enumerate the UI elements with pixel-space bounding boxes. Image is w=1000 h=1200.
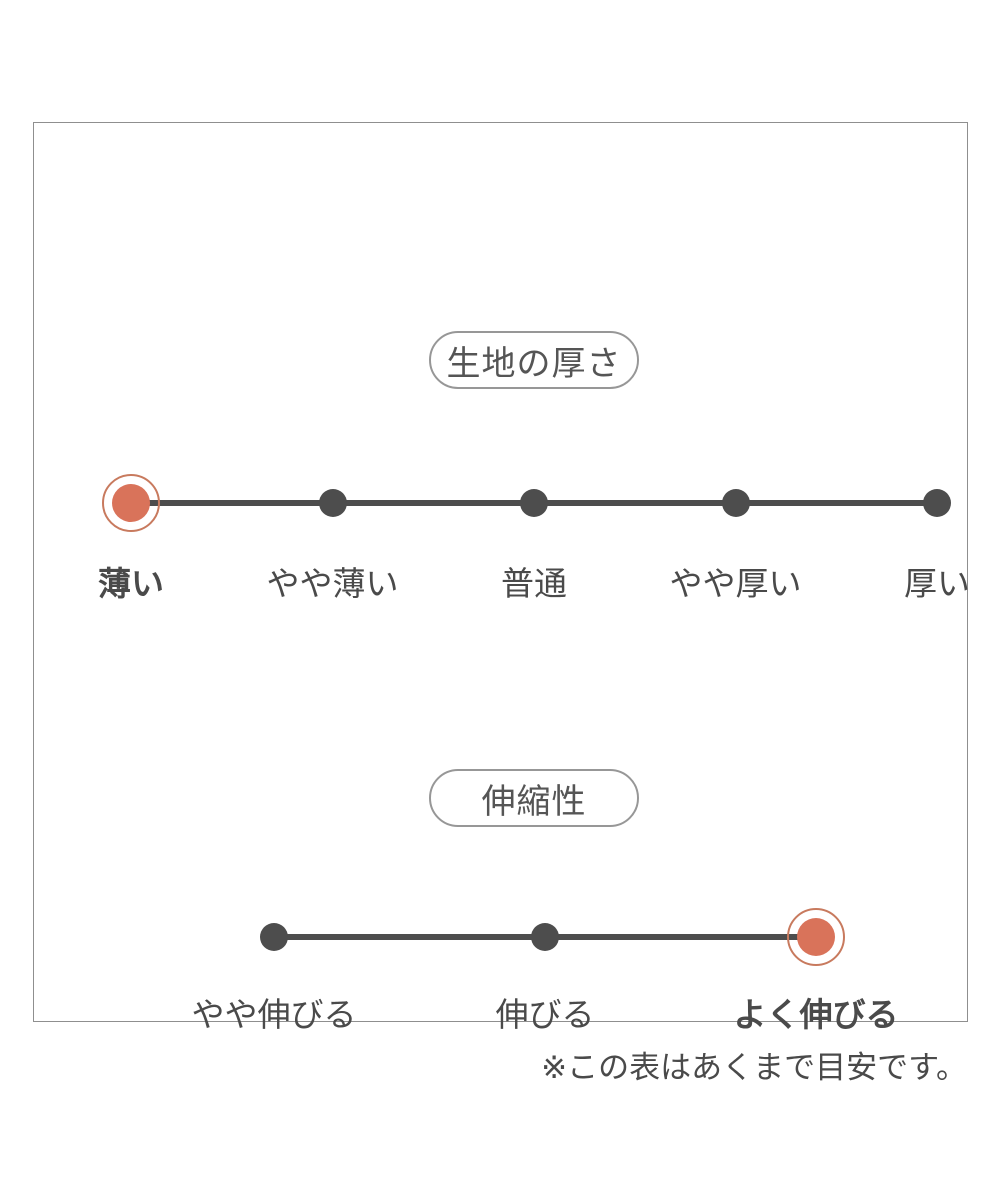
scale-dot bbox=[260, 923, 288, 951]
scale-label: 厚い bbox=[904, 565, 970, 602]
selected-scale-label: 薄い bbox=[98, 565, 164, 602]
stretch-title-pill: 伸縮性 bbox=[429, 769, 639, 827]
scale-dot bbox=[520, 489, 548, 517]
stretch-title: 伸縮性 bbox=[481, 782, 587, 821]
selected-scale-dot bbox=[102, 474, 160, 532]
selected-scale-dot bbox=[787, 908, 845, 966]
scale-label: やや伸びる bbox=[191, 996, 357, 1033]
thickness-title-pill: 生地の厚さ bbox=[429, 331, 639, 389]
thickness-title: 生地の厚さ bbox=[446, 344, 622, 383]
stretch-scale-labels: やや伸びる 伸びる よく伸びる bbox=[192, 995, 899, 1039]
stretch-scale bbox=[260, 907, 845, 967]
thickness-scale bbox=[102, 473, 951, 533]
scale-label: やや厚い bbox=[669, 565, 802, 602]
thickness-scale-labels: 薄い やや薄い 普通 やや厚い 厚い bbox=[98, 564, 970, 608]
disclaimer-note: ※この表はあくまで目安です。 bbox=[541, 1050, 967, 1085]
scale-dot bbox=[721, 489, 750, 517]
selected-scale-label: よく伸びる bbox=[733, 996, 899, 1033]
spec-box: 生地の厚さ 薄い やや薄い 普通 やや厚い 厚い 伸縮性 やや伸びる 伸びる よく伸びる bbox=[33, 122, 970, 1033]
scale-label: やや薄い bbox=[266, 565, 399, 602]
scale-dot bbox=[923, 489, 951, 517]
scale-dot bbox=[318, 489, 347, 517]
scale-label: 伸びる bbox=[495, 996, 595, 1033]
scale-label: 普通 bbox=[501, 565, 567, 602]
scale-dot bbox=[531, 923, 559, 951]
